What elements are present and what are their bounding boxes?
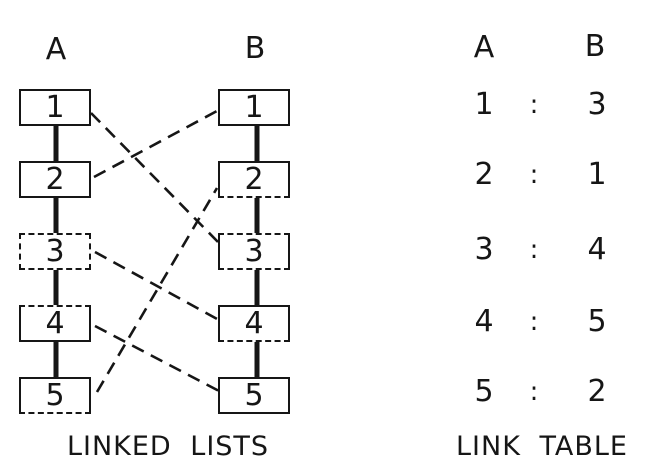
link-table-row: 1 : 3: [440, 86, 640, 124]
link-table-separator: :: [529, 90, 539, 120]
link-table-column-a-label: A: [473, 30, 495, 65]
node-value: 1: [45, 89, 65, 125]
list-b-node-2: 2: [218, 161, 290, 198]
node-value: 2: [45, 161, 65, 197]
node-value: 3: [244, 233, 264, 269]
link-table-row: 5 : 2: [440, 373, 640, 411]
node-value: 4: [244, 305, 264, 341]
link-line-a2-b1: [93, 109, 218, 179]
link-table-cell-a: 1: [474, 87, 494, 122]
node-value: 2: [244, 161, 264, 197]
link-table-separator: :: [529, 160, 539, 190]
link-table-row: 3 : 4: [440, 231, 640, 269]
link-table-row: 4 : 5: [440, 303, 640, 341]
link-table-separator: :: [529, 307, 539, 337]
link-table-cell-a: 3: [474, 232, 494, 267]
link-table-caption: LINK TABLE: [456, 431, 628, 462]
list-a-node-1: 1: [19, 89, 91, 126]
link-line-a3-b4: [94, 250, 220, 322]
list-b-column-label: B: [244, 31, 266, 66]
node-value: 1: [244, 89, 264, 125]
link-table-cell-b: 1: [587, 157, 607, 192]
link-table-cell-b: 3: [587, 87, 607, 122]
list-a-node-5: 5: [19, 377, 91, 414]
node-value: 3: [45, 233, 65, 269]
link-table-cell-b: 4: [587, 232, 607, 267]
node-value: 5: [45, 377, 65, 413]
list-b-node-4: 4: [218, 305, 290, 342]
node-value: 5: [244, 377, 264, 413]
list-b-node-5: 5: [218, 377, 290, 414]
list-a-node-2: 2: [19, 161, 91, 198]
link-table-cell-a: 2: [474, 157, 494, 192]
link-table-row: 2 : 1: [440, 156, 640, 194]
link-table-cell-a: 4: [474, 304, 494, 339]
link-table-cell-b: 2: [587, 374, 607, 409]
link-table-separator: :: [529, 377, 539, 407]
list-a-node-3: 3: [19, 233, 91, 270]
linked-lists-caption: LINKED LISTS: [66, 431, 270, 462]
link-table-cell-b: 5: [587, 304, 607, 339]
link-table-cell-a: 5: [474, 374, 494, 409]
link-line-a5-b2: [95, 187, 219, 393]
list-b-node-1: 1: [218, 89, 290, 126]
link-table-column-b-label: B: [584, 29, 606, 64]
link-line-a4-b5: [94, 324, 220, 393]
link-table-separator: :: [529, 235, 539, 265]
list-a-node-4: 4: [19, 305, 91, 342]
list-a-column-label: A: [45, 32, 67, 67]
node-value: 4: [45, 305, 65, 341]
link-line-a1-b3: [90, 112, 220, 244]
list-b-node-3: 3: [218, 233, 290, 270]
